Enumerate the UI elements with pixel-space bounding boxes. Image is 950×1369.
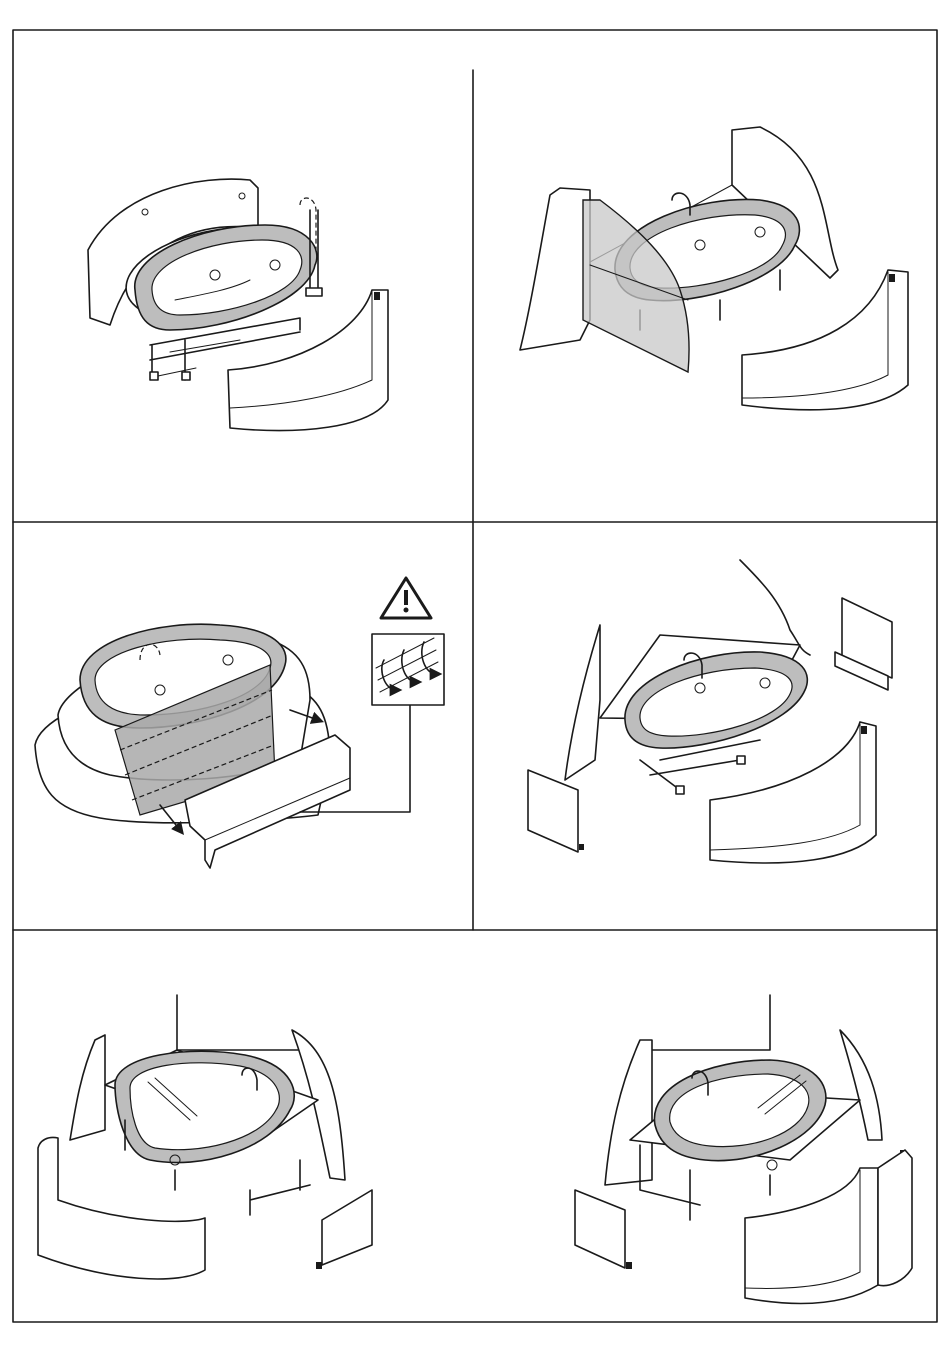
side-panel [575,1190,625,1268]
panel-5-corner-left [38,995,372,1279]
panel-4-corner [528,560,892,863]
left-wall [565,625,600,780]
left-wall [70,1035,105,1140]
left-wall [520,188,590,350]
left-wall [605,1040,652,1185]
ventilation-grille-detail [372,634,444,705]
front-skirt-panel [745,1168,878,1304]
panel-1-freestanding [88,179,388,430]
panel-6-corner-right [575,995,912,1304]
front-skirt-panel [710,722,876,863]
wall-corner [640,995,770,1050]
right-wall [840,1030,882,1140]
jet-icon [767,1160,777,1170]
panel-3-platform [35,578,444,868]
front-skirt-panel [742,270,908,410]
side-panel-left [528,770,578,852]
panel-2-alcove [520,127,908,410]
wall-corner [177,995,310,1050]
side-panel [322,1190,372,1265]
